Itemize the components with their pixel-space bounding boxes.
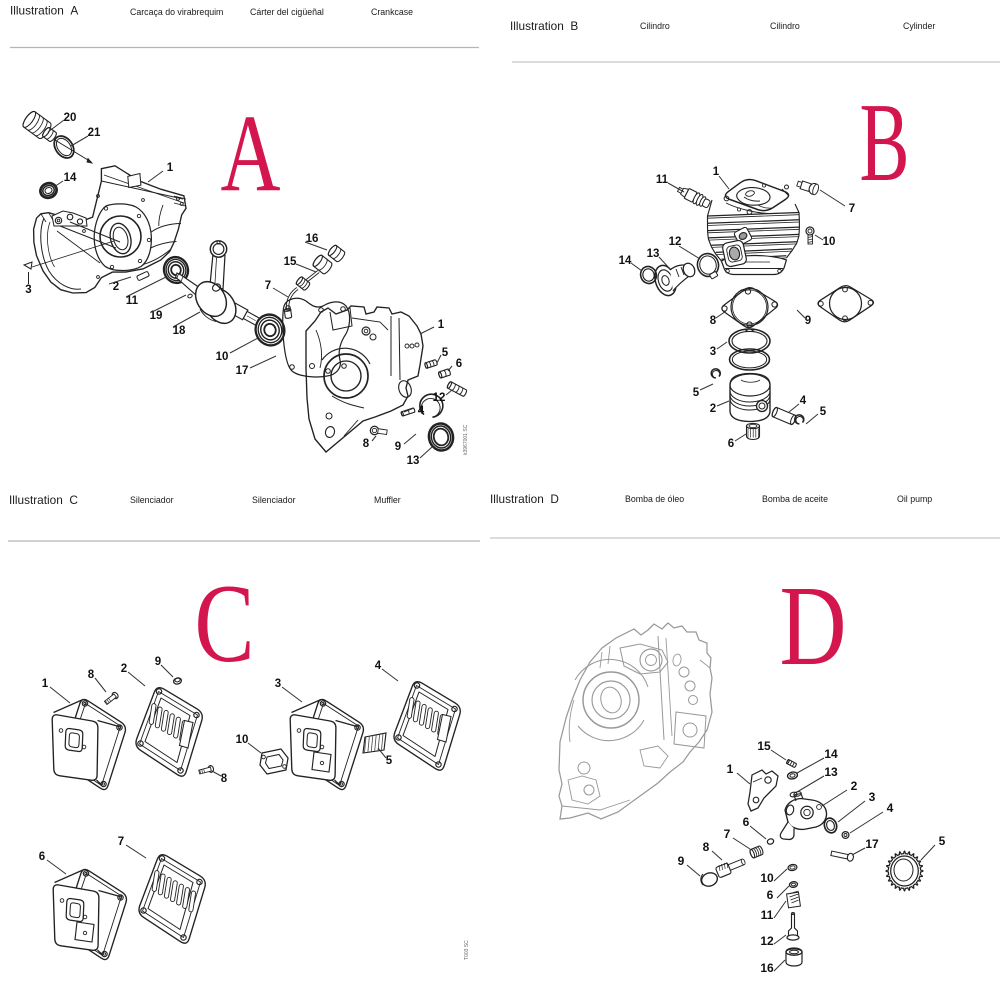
svg-text:19: 19 xyxy=(150,310,163,322)
svg-text:12: 12 xyxy=(433,392,446,404)
svg-text:8: 8 xyxy=(710,315,717,327)
svg-text:1: 1 xyxy=(438,319,445,331)
svg-text:14: 14 xyxy=(824,747,838,761)
svg-text:1: 1 xyxy=(727,762,734,776)
svg-text:6: 6 xyxy=(39,851,45,863)
svg-text:5: 5 xyxy=(442,347,449,359)
svg-text:11: 11 xyxy=(126,295,139,307)
svg-text:14: 14 xyxy=(619,255,632,267)
svg-text:8: 8 xyxy=(221,773,228,785)
svg-text:13: 13 xyxy=(824,765,838,779)
svg-text:9: 9 xyxy=(678,854,685,868)
svg-text:Cárter del cigüeñal: Cárter del cigüeñal xyxy=(250,7,324,17)
svg-text:Bomba de aceite: Bomba de aceite xyxy=(762,494,828,504)
svg-text:D: D xyxy=(780,562,847,689)
svg-text:7: 7 xyxy=(118,836,124,848)
svg-text:6: 6 xyxy=(728,438,734,450)
svg-text:6: 6 xyxy=(743,815,750,829)
svg-text:10: 10 xyxy=(760,871,774,885)
svg-text:Crankcase: Crankcase xyxy=(371,7,413,17)
svg-text:Carcaça do virabrequim: Carcaça do virabrequim xyxy=(130,7,223,17)
svg-text:5: 5 xyxy=(386,755,393,767)
svg-text:8: 8 xyxy=(703,840,710,854)
svg-text:9: 9 xyxy=(155,656,161,668)
svg-text:18: 18 xyxy=(173,325,186,337)
svg-text:21: 21 xyxy=(88,127,101,139)
svg-text:14: 14 xyxy=(64,172,77,184)
svg-text:5: 5 xyxy=(693,387,700,399)
svg-text:2: 2 xyxy=(113,281,119,293)
svg-text:7: 7 xyxy=(724,827,731,841)
svg-text:3: 3 xyxy=(25,284,31,296)
svg-text:4: 4 xyxy=(418,405,425,417)
svg-text:Silenciador: Silenciador xyxy=(252,495,296,505)
svg-text:17: 17 xyxy=(236,365,249,377)
svg-text:9: 9 xyxy=(805,315,811,327)
svg-text:15: 15 xyxy=(284,256,297,268)
svg-text:Illustration B: Illustration B xyxy=(510,19,578,33)
svg-text:Cilindro: Cilindro xyxy=(770,21,800,31)
svg-text:7: 7 xyxy=(265,280,271,292)
svg-text:5: 5 xyxy=(820,406,827,418)
svg-text:1: 1 xyxy=(713,166,720,178)
svg-text:Muffler: Muffler xyxy=(374,495,401,505)
svg-text:2: 2 xyxy=(851,779,858,793)
svg-text:4: 4 xyxy=(375,660,382,672)
svg-text:8: 8 xyxy=(363,438,370,450)
svg-text:11: 11 xyxy=(656,174,669,186)
svg-text:Silenciador: Silenciador xyxy=(130,495,174,505)
svg-text:6: 6 xyxy=(767,888,774,902)
svg-text:13: 13 xyxy=(647,248,660,260)
svg-text:13: 13 xyxy=(407,455,420,467)
svg-text:5: 5 xyxy=(939,834,946,848)
svg-text:2: 2 xyxy=(710,403,716,415)
svg-text:15: 15 xyxy=(757,739,771,753)
svg-text:A: A xyxy=(221,92,281,214)
svg-text:1: 1 xyxy=(167,162,174,174)
svg-text:Illustration C: Illustration C xyxy=(9,493,78,507)
svg-text:11: 11 xyxy=(761,908,774,922)
svg-text:3: 3 xyxy=(275,678,281,690)
svg-text:Oil pump: Oil pump xyxy=(897,494,932,504)
svg-text:4: 4 xyxy=(887,801,894,815)
svg-text:Illustration A: Illustration A xyxy=(10,4,78,18)
svg-text:8: 8 xyxy=(88,669,95,681)
svg-text:Bomba de óleo: Bomba de óleo xyxy=(625,494,684,504)
svg-text:Illustration D: Illustration D xyxy=(490,492,559,506)
svg-text:10: 10 xyxy=(236,734,249,746)
svg-text:C: C xyxy=(195,562,255,686)
svg-text:2: 2 xyxy=(121,663,127,675)
svg-text:3: 3 xyxy=(710,346,716,358)
svg-text:4: 4 xyxy=(800,395,807,407)
svg-text:17: 17 xyxy=(865,837,879,851)
svg-text:16: 16 xyxy=(760,961,774,975)
svg-text:Cylinder: Cylinder xyxy=(903,21,935,31)
svg-text:10: 10 xyxy=(216,351,229,363)
svg-text:20: 20 xyxy=(64,112,77,124)
svg-text:7: 7 xyxy=(849,203,855,215)
svg-text:k3967001 SC: k3967001 SC xyxy=(463,424,469,455)
svg-text:12: 12 xyxy=(760,934,774,948)
svg-text:B: B xyxy=(860,81,910,205)
svg-text:Cilindro: Cilindro xyxy=(640,21,670,31)
svg-text:6: 6 xyxy=(456,358,462,370)
svg-text:12: 12 xyxy=(669,236,682,248)
svg-text:1: 1 xyxy=(42,678,49,690)
svg-text:9: 9 xyxy=(395,441,401,453)
svg-text:16: 16 xyxy=(306,233,319,245)
svg-text:3: 3 xyxy=(869,790,876,804)
svg-text:10: 10 xyxy=(823,236,836,248)
svg-text:T003 SC: T003 SC xyxy=(464,940,470,960)
